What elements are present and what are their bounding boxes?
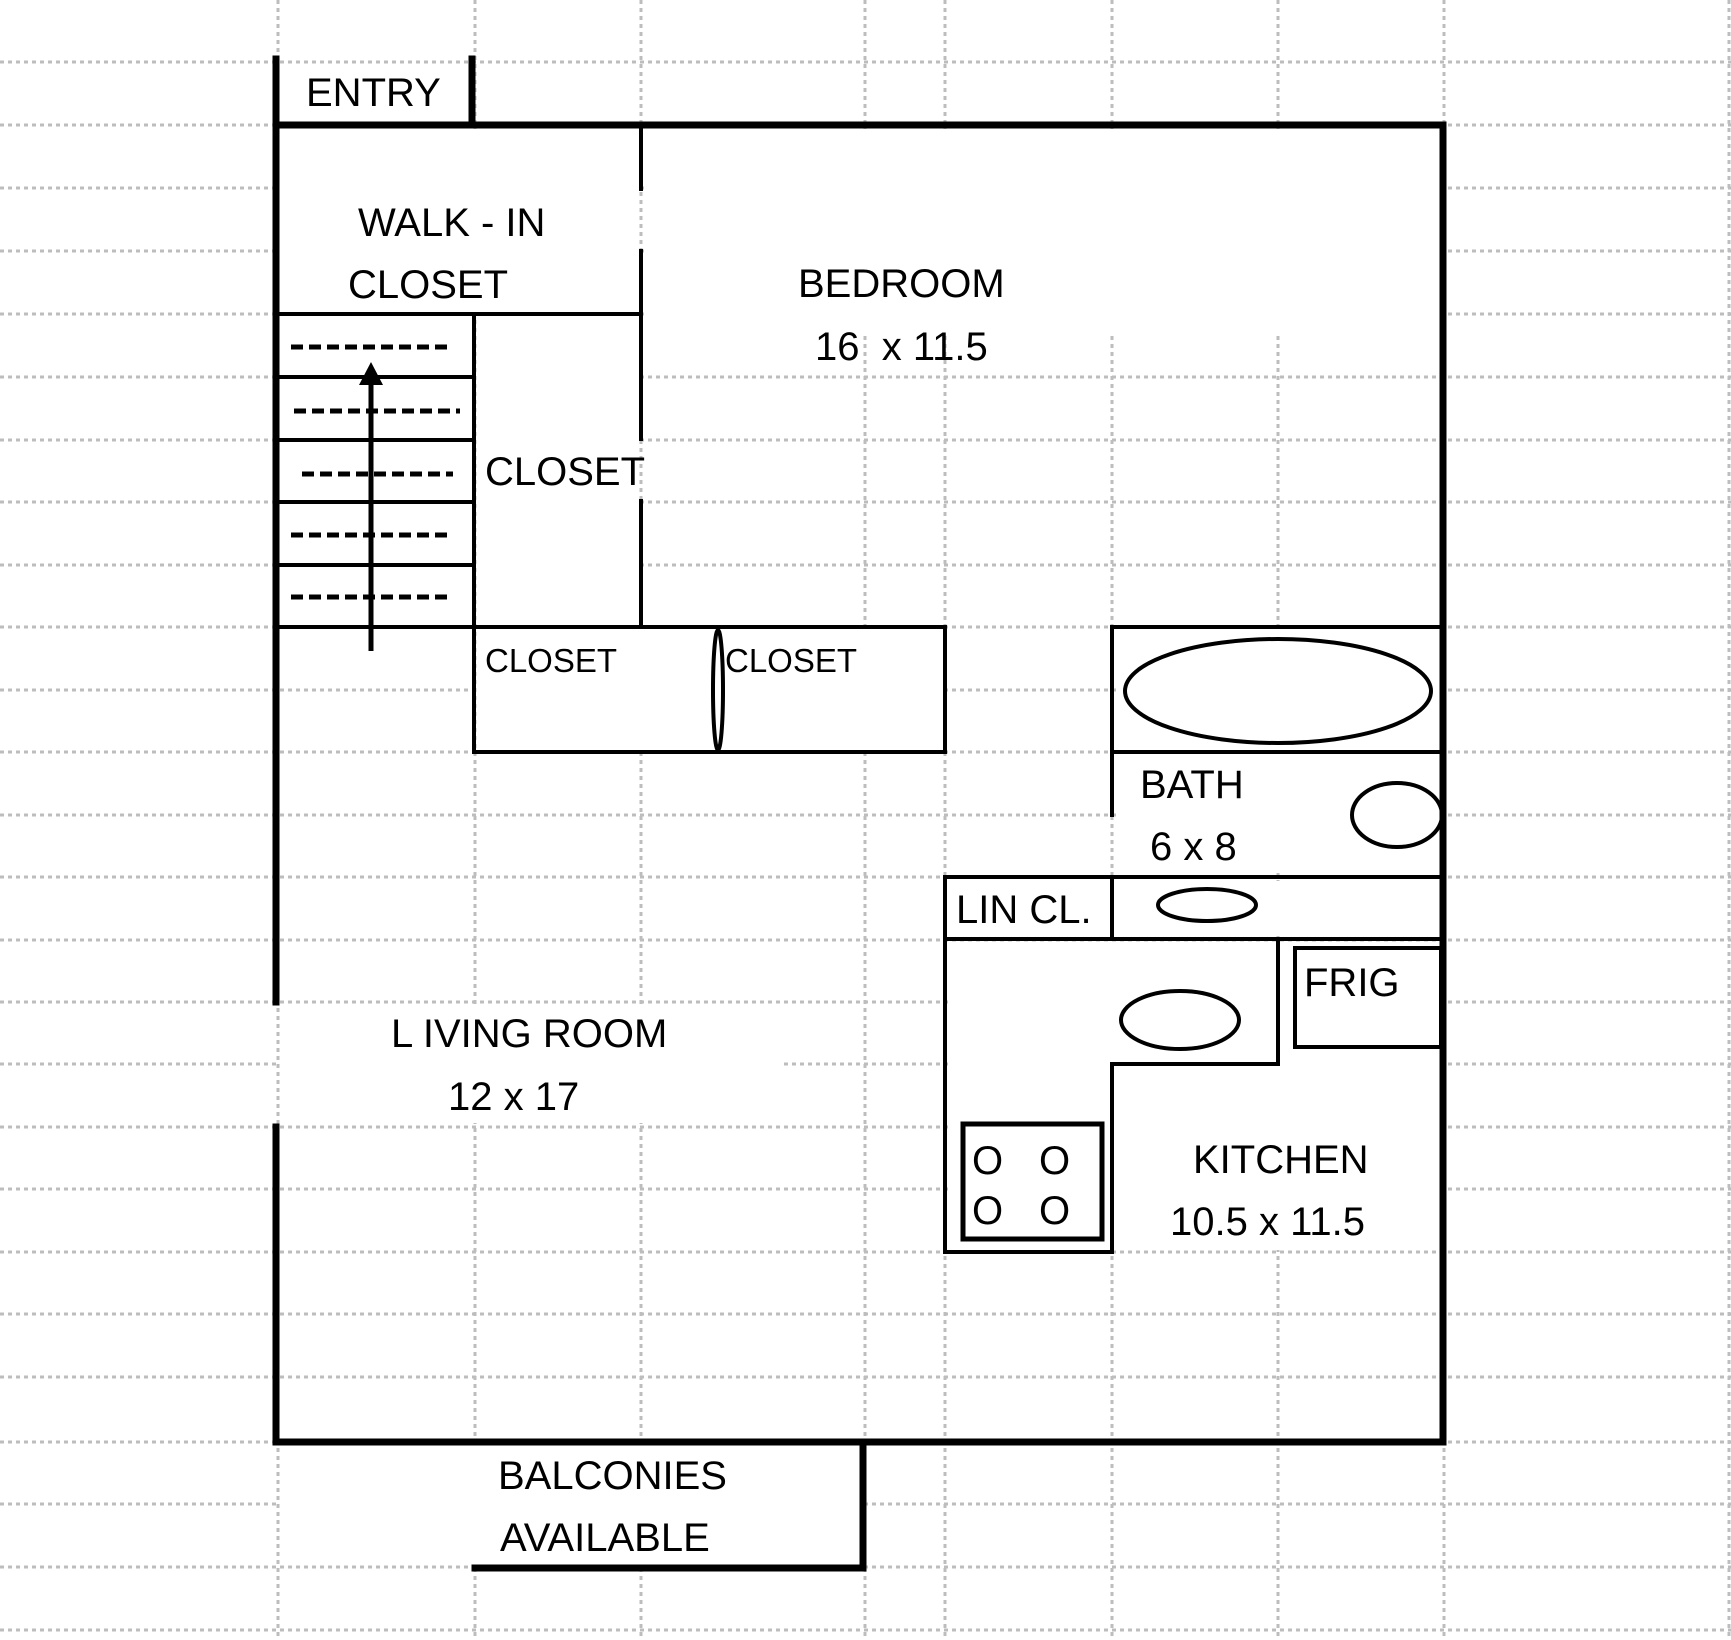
fridge-label: FRIG xyxy=(1304,961,1400,1005)
bath-sink-icon xyxy=(1156,887,1258,923)
label-backgrounds xyxy=(280,66,1440,1564)
arrow-up-icon xyxy=(359,362,383,385)
bedroom-label: BEDROOM xyxy=(798,262,1005,306)
closet-right-label: CLOSET xyxy=(725,642,857,679)
labels: ENTRY WALK - IN CLOSET BEDROOM 16 x 11.5… xyxy=(306,71,1400,1560)
burner-icon: O xyxy=(1039,1139,1070,1183)
interior-walls xyxy=(274,123,1445,1254)
closet-door-icon xyxy=(711,628,725,752)
closet-stair-side-label: CLOSET xyxy=(485,450,645,494)
burner-icon: O xyxy=(1039,1189,1070,1233)
balcony-label-line1: BALCONIES xyxy=(498,1454,727,1498)
kitchen-dimensions: 10.5 x 11.5 xyxy=(1170,1200,1365,1244)
fridge-icon xyxy=(1293,946,1443,1049)
burner-icon: O xyxy=(972,1189,1003,1233)
bedroom-dimensions: 16 x 11.5 xyxy=(815,325,988,369)
fixtures xyxy=(711,628,1444,1242)
stove-icon xyxy=(960,1121,1105,1242)
balcony-label-line2: AVAILABLE xyxy=(500,1516,710,1560)
living-room-label: L IVING ROOM xyxy=(391,1012,667,1056)
bath-label: BATH xyxy=(1140,763,1244,807)
stairs xyxy=(291,344,460,651)
entry-label: ENTRY xyxy=(306,71,441,115)
toilet-icon xyxy=(1350,781,1444,849)
kitchen-sink-icon xyxy=(1119,989,1241,1051)
bathtub-icon xyxy=(1123,637,1433,745)
walk-in-closet-label-line1: WALK - IN xyxy=(358,201,545,245)
kitchen-label: KITCHEN xyxy=(1193,1138,1369,1182)
linen-closet-label: LIN CL. xyxy=(956,888,1092,932)
bath-dimensions: 6 x 8 xyxy=(1150,825,1237,869)
walk-in-closet-label-line2: CLOSET xyxy=(348,263,508,307)
living-room-dimensions: 12 x 17 xyxy=(448,1075,579,1119)
burner-icon: O xyxy=(972,1139,1003,1183)
closet-left-label: CLOSET xyxy=(485,642,617,679)
